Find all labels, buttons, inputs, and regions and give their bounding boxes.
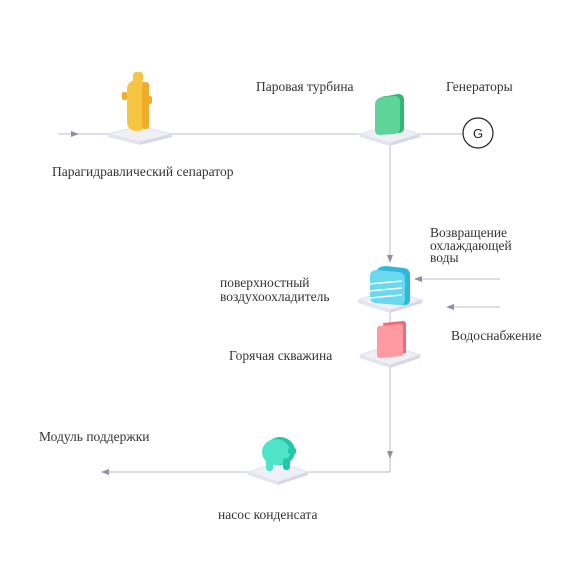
label-turbine: Паровая турбина	[256, 79, 354, 94]
label-condensate-pump: насос конденсата	[218, 507, 318, 522]
hotwell-tank-icon	[358, 321, 422, 368]
label-aircooler-2: воздухоохладитель	[220, 289, 330, 304]
generator-symbol: G	[473, 126, 483, 141]
label-separator: Парагидравлический сепаратор	[52, 164, 234, 179]
label-water-supply: Водоснабжение	[451, 328, 542, 343]
condensate-pump-icon	[246, 437, 310, 485]
label-return-water-2: охлаждающей	[430, 238, 512, 253]
label-support-module: Модуль поддержки	[39, 429, 150, 444]
label-return-water-1: Возвращение	[430, 225, 508, 240]
label-aircooler-1: поверхностный	[220, 275, 310, 290]
label-hotwell: Горячая скважина	[229, 348, 333, 363]
air-cooler-icon	[356, 266, 424, 313]
label-return-water-3: воды	[430, 250, 459, 265]
separator-vessel-icon	[107, 72, 173, 145]
label-generators: Генераторы	[446, 79, 513, 94]
steam-turbine-icon	[358, 94, 422, 146]
generator-icon	[462, 117, 494, 149]
